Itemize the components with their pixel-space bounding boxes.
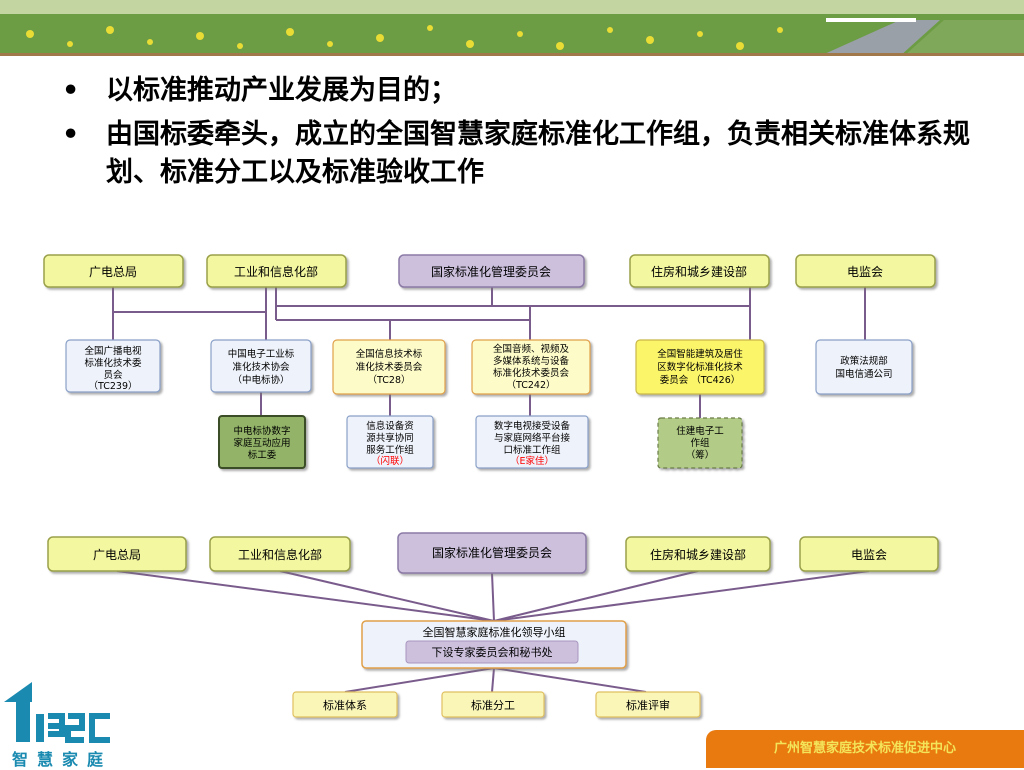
diagram1-top-row: 广电总局 工业和信息化部 国家标准化管理委员会 住房和城乡建设部 电监会	[43, 254, 936, 288]
d1-bottom-line: 标工委	[248, 449, 277, 461]
d1-bottom-line: 中电标协数字	[233, 425, 290, 437]
d2-bottom-label: 标准体系	[323, 698, 367, 712]
d1-mid-line: 中国电子工业标	[228, 348, 295, 360]
d1-mid-policy-box: 政策法规部 国电信通公司	[815, 339, 913, 395]
d1-mid-line: 全国信息技术标	[356, 348, 423, 360]
d1-bottom-ehome-box: 数字电视接受设备 与家庭网络平台接 口标准工作组 （E家佳）	[475, 415, 589, 469]
d2-top-label: 广电总局	[93, 548, 141, 562]
header-banner-image	[0, 0, 1024, 56]
d1-top-label: 住房和城乡建设部	[651, 264, 747, 279]
bullet-text: 以标准推动产业发展为目的；	[106, 75, 457, 106]
d1-mid-line: 区数字化标准化技术	[657, 361, 743, 373]
d1-mid-line: 国电信通公司	[835, 368, 892, 380]
d1-top-label: 国家标准化管理委员会	[431, 264, 551, 279]
d2-bottom-system-box: 标准体系	[292, 691, 398, 718]
d2-top-guangdian-box: 广电总局	[47, 536, 187, 572]
footer-org-name: 广州智慧家庭技术标准促进中心	[706, 730, 1024, 768]
d1-mid-tc28-box: 全国信息技术标 准化技术委员会 （TC28）	[332, 339, 446, 395]
d2-bottom-division-box: 标准分工	[441, 691, 545, 718]
logo-caption: 智慧家庭	[12, 750, 113, 769]
d1-mid-cesa-box: 中国电子工业标 准化技术协会 （中电标协）	[210, 339, 312, 393]
d1-bottom-line: （筹）	[686, 449, 715, 461]
d2-top-mohurd-box: 住房和城乡建设部	[625, 536, 771, 572]
d1-mid-line: 员会	[103, 369, 123, 381]
diagram2-bottom-row: 标准体系 标准分工 标准评审	[292, 691, 701, 718]
d1-bottom-line: 住建电子工	[676, 425, 724, 437]
d1-bottom-line: 信息设备资	[366, 420, 414, 432]
d1-bottom-line: 服务工作组	[366, 444, 414, 456]
d1-bottom-line: （E家佳）	[510, 455, 554, 467]
d2-leading-group-title: 全国智慧家庭标准化领导小组	[423, 625, 566, 639]
d1-top-sac-box: 国家标准化管理委员会	[398, 254, 585, 288]
d1-mid-tc426-box: 全国智能建筑及居住 区数字化标准化技术 委员会 （TC426）	[635, 339, 765, 395]
d1-bottom-igrs-box: 信息设备资 源共享协同 服务工作组 （闪联）	[346, 415, 434, 469]
bullet-list: • 以标准推动产业发展为目的； • 由国标委牵头，成立的全国智慧家庭标准化工作组…	[60, 72, 980, 198]
d1-top-serc-box: 电监会	[795, 254, 936, 288]
d1-top-label: 工业和信息化部	[234, 264, 318, 279]
thhc-logo-icon	[2, 680, 114, 766]
diagram1-bottom-row: 中电标协数字 家庭互动应用 标工委 信息设备资 源共享协同 服务工作组 （闪联）…	[218, 415, 743, 469]
bullet-item: • 以标准推动产业发展为目的；	[60, 72, 980, 110]
d1-mid-tc239-box: 全国广播电视 标准化技术委 员会 （TC239）	[65, 339, 161, 393]
d1-top-guangdian-box: 广电总局	[43, 254, 184, 288]
bullet-dot-icon: •	[62, 75, 80, 106]
d1-mid-line: （中电标协）	[232, 374, 289, 386]
diagram1-connectors	[112, 287, 866, 418]
bullet-text: 由国标委牵头，成立的全国智慧家庭标准化工作组，负责相关标准体系规划、标准分工以及…	[106, 119, 970, 188]
d2-top-label: 住房和城乡建设部	[650, 547, 746, 562]
d1-bottom-line: 与家庭网络平台接	[494, 432, 571, 444]
d1-bottom-line: 源共享协同	[366, 432, 414, 444]
diagram2-connectors	[116, 570, 870, 693]
d1-bottom-line: 家庭互动应用	[233, 437, 290, 449]
d1-mid-line: （TC242）	[506, 379, 555, 391]
d1-mid-line: 准化技术委员会	[356, 361, 423, 373]
d2-top-serc-box: 电监会	[799, 536, 939, 572]
d1-mid-line: （TC28）	[368, 374, 411, 386]
d1-top-miit-box: 工业和信息化部	[206, 254, 347, 288]
d1-bottom-cesa-interactive-box: 中电标协数字 家庭互动应用 标工委	[218, 415, 306, 469]
d1-bottom-line: 作组	[690, 437, 710, 449]
d2-top-label: 电监会	[851, 548, 887, 562]
d2-top-label: 国家标准化管理委员会	[432, 545, 552, 560]
d1-mid-line: 全国广播电视	[84, 345, 142, 357]
d1-bottom-line: 数字电视接受设备	[494, 420, 571, 432]
d2-leading-group-box: 全国智慧家庭标准化领导小组 下设专家委员会和秘书处	[361, 620, 627, 669]
d1-top-mohurd-box: 住房和城乡建设部	[629, 254, 770, 288]
d1-mid-line: 全国智能建筑及居住	[657, 348, 743, 360]
d2-top-label: 工业和信息化部	[238, 547, 322, 562]
d2-top-miit-box: 工业和信息化部	[209, 536, 351, 572]
d1-mid-line: 标准化技术委员会	[493, 367, 570, 379]
d1-mid-line: 政策法规部	[840, 355, 888, 367]
d2-leading-group-sub: 下设专家委员会和秘书处	[432, 645, 553, 659]
d1-mid-line: 全国音频、视频及	[493, 343, 570, 355]
d1-mid-line: 标准化技术委	[84, 357, 142, 369]
bullet-dot-icon: •	[62, 119, 80, 150]
d2-top-sac-box: 国家标准化管理委员会	[397, 532, 587, 574]
diagram2-top-row: 广电总局 工业和信息化部 国家标准化管理委员会 住房和城乡建设部 电监会	[47, 532, 939, 574]
d1-top-label: 广电总局	[89, 265, 137, 279]
d2-bottom-label: 标准评审	[626, 698, 670, 712]
diagram1-mid-row: 全国广播电视 标准化技术委 员会 （TC239） 中国电子工业标 准化技术协会 …	[65, 339, 913, 395]
bullet-item: • 由国标委牵头，成立的全国智慧家庭标准化工作组，负责相关标准体系规划、标准分工…	[60, 116, 980, 192]
d1-mid-line: 委员会 （TC426）	[660, 374, 741, 386]
d2-bottom-review-box: 标准评审	[595, 691, 701, 718]
d1-mid-line: （TC239）	[88, 380, 137, 392]
d1-mid-line: 多媒体系统与设备	[493, 355, 570, 367]
d1-bottom-line: 口标准工作组	[503, 444, 561, 456]
d1-bottom-line: （闪联）	[371, 455, 409, 467]
d2-bottom-label: 标准分工	[471, 698, 515, 712]
d1-top-label: 电监会	[847, 265, 883, 279]
d1-bottom-mohurd-group-box: 住建电子工 作组 （筹）	[657, 417, 743, 469]
d1-mid-line: 准化技术协会	[232, 361, 290, 373]
d1-mid-tc242-box: 全国音频、视频及 多媒体系统与设备 标准化技术委员会 （TC242）	[471, 339, 591, 395]
